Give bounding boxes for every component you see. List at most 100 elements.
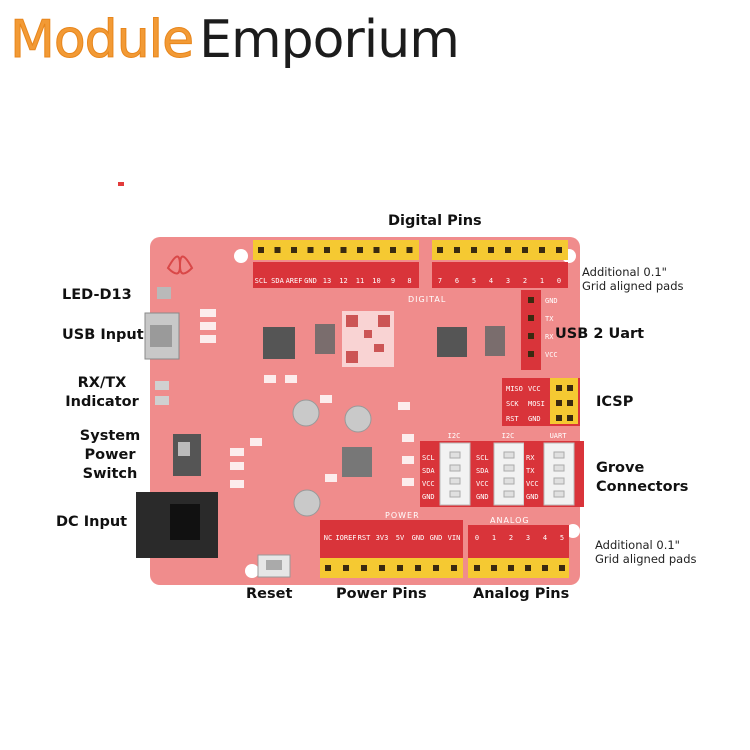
icsp-pin [556, 415, 562, 421]
header-pin [556, 247, 562, 253]
grove-pin-label: TX [526, 467, 535, 475]
power-silk: POWER [385, 511, 420, 520]
header-pin [307, 247, 314, 253]
label-digital-pins: Digital Pins [388, 213, 482, 229]
icsp-pin [567, 385, 573, 391]
header-pin [340, 247, 347, 253]
icsp-pin [567, 415, 573, 421]
header-pin [488, 247, 494, 253]
pin-label: 7 [438, 277, 442, 285]
uart-pin-label: VCC [545, 351, 558, 359]
pin-label: 9 [391, 277, 395, 285]
pin-label: 10 [372, 277, 380, 285]
top-header-base-right [432, 262, 568, 288]
pin-label: 0 [557, 277, 561, 285]
header-pin [508, 565, 514, 571]
grove-pin-label: VCC [422, 480, 435, 488]
header-pin [471, 247, 477, 253]
uart-pin [528, 333, 534, 339]
grove-pin-label: GND [476, 493, 489, 501]
capacitor [344, 405, 372, 433]
grove-pin-label: SDA [476, 467, 489, 475]
pin-label: 1 [540, 277, 544, 285]
pin-label: VIN [448, 534, 461, 542]
header-pin [390, 247, 396, 253]
red-mark [118, 182, 124, 186]
pin-label: 11 [356, 277, 364, 285]
header-pin [525, 565, 531, 571]
header-pin [361, 565, 367, 571]
header-pin [357, 247, 363, 253]
header-pin [258, 247, 264, 253]
usb-uart-chip [437, 327, 467, 357]
icsp-pin [556, 400, 562, 406]
uart-pin-label: TX [545, 315, 554, 323]
icsp-pin-label: SCK [506, 400, 519, 408]
pin-label: 6 [455, 277, 459, 285]
label-icsp: ICSP [596, 394, 634, 410]
label-analog-pins: Analog Pins [473, 586, 570, 602]
label-power-pins: Power Pins [336, 586, 427, 602]
label-additional-bottom: Additional 0.1" Grid aligned pads [595, 538, 697, 566]
pin-label: 3V3 [376, 534, 389, 542]
pin-label: 1 [492, 534, 496, 542]
header-pin [433, 565, 439, 571]
icsp-pin-label: MISO [506, 385, 523, 393]
qr-code [342, 311, 394, 367]
pin-label: 13 [323, 277, 331, 285]
label-rxtx: RX/TX Indicator [65, 375, 139, 410]
label-grove: Grove Connectors [596, 460, 689, 495]
label-additional-top: Additional 0.1" Grid aligned pads [582, 265, 684, 293]
uart-pins [528, 297, 534, 357]
uart-pin-label: RX [545, 333, 554, 341]
grove-pin-label: GND [422, 493, 435, 501]
rx-led [155, 381, 169, 390]
top-header-right [432, 240, 568, 260]
ic-small [315, 324, 335, 354]
grove-header-label: I2C [502, 432, 515, 440]
pin-label: GND [430, 534, 443, 542]
analog-header-pins [474, 565, 565, 571]
grove-pin-label: SDA [422, 467, 435, 475]
brand-part1: Module [9, 10, 194, 71]
pin-label: GND [412, 534, 425, 542]
pin-label: RST [358, 534, 371, 542]
power-header [320, 558, 463, 578]
uart-pin [528, 315, 534, 321]
header-pin [451, 565, 457, 571]
header-pin [373, 247, 380, 253]
top-header-left [253, 240, 419, 260]
pin-label: 5V [396, 534, 405, 542]
pin-label: 12 [339, 277, 347, 285]
grove-header-label: I2C [448, 432, 461, 440]
grove-connectors: I2CSCLSDAVCCGNDI2CSCLSDAVCCGNDUARTRXTXVC… [420, 432, 584, 507]
capacitor [292, 399, 320, 427]
brand-part2: Emporium [199, 10, 460, 70]
pin-label: 3 [526, 534, 530, 542]
header-pin [379, 565, 385, 571]
label-usb-input: USB Input [62, 327, 144, 343]
pin-label: 3 [506, 277, 510, 285]
header-pin [559, 565, 565, 571]
label-led-d13: LED-D13 [62, 287, 132, 303]
header-pin [343, 565, 349, 571]
top-header-pins-right [437, 247, 562, 253]
mcu-chip [263, 327, 295, 359]
pin-label: 4 [489, 277, 493, 285]
icsp-pin-label: RST [506, 415, 519, 423]
board-logo [166, 255, 194, 275]
header-pin [474, 565, 480, 571]
analog-silk: ANALOG [490, 516, 530, 525]
inductor [342, 447, 372, 477]
header-pin [397, 565, 403, 571]
pin-label: 0 [475, 534, 479, 542]
pin-label: IOREF [335, 534, 356, 542]
header-pin [505, 247, 511, 253]
icsp-pins [556, 385, 573, 421]
label-dc-input: DC Input [56, 514, 128, 530]
header-pin [415, 565, 421, 571]
